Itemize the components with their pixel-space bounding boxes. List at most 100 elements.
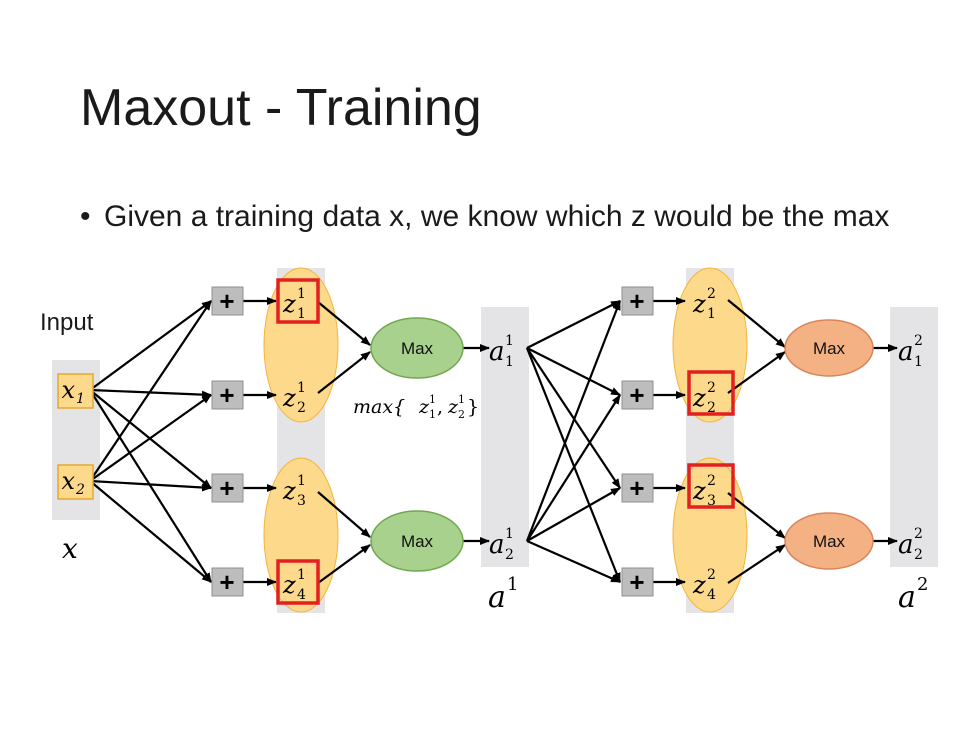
- layer2-a-band: [890, 307, 938, 567]
- plus-symbol: +: [219, 473, 234, 503]
- input-label: Input: [40, 309, 94, 336]
- z-sup: 1: [297, 380, 306, 396]
- input-x1-sub: 1: [76, 391, 85, 407]
- a-base: a: [898, 530, 914, 560]
- a-base: a: [489, 337, 505, 367]
- layer2-plus-boxes: [621, 286, 654, 597]
- max-label: Max: [401, 532, 434, 551]
- plus-box: [621, 380, 654, 410]
- z-sup: 2: [707, 380, 716, 396]
- z-sup: 1: [297, 286, 306, 302]
- z-sup: 1: [297, 567, 306, 583]
- layer1-output-label-base: a: [488, 580, 506, 615]
- input-x1-base: x: [61, 376, 75, 404]
- layer1-z-labels: z 1 1 z 1 2 z 1 3 z 1 4: [282, 286, 306, 603]
- z-sub: 2: [458, 408, 465, 421]
- layer2-group-bottom: [672, 457, 748, 613]
- z-base: z: [692, 571, 706, 599]
- plus-box: [621, 473, 654, 503]
- z-base: z: [692, 384, 706, 412]
- bullet-text: Given a training data x, we know which z…: [104, 200, 890, 233]
- input-x2-sub: 2: [75, 482, 85, 498]
- max-label: Max: [813, 339, 846, 358]
- input-vector-label: x: [62, 532, 78, 565]
- a-base: a: [898, 337, 914, 367]
- z-sup: 1: [429, 393, 436, 406]
- layer2-max-to-a-arrows: [872, 344, 898, 545]
- max-annotation-separator: ,: [437, 396, 443, 418]
- z-sub: 4: [707, 587, 716, 603]
- layer2-z-labels: z 2 1 z 2 2 z 2 3 z 2 4: [692, 286, 716, 603]
- a-sub: 2: [505, 547, 514, 563]
- a-sup: 1: [505, 333, 514, 349]
- highlight-box-z2-2: [687, 370, 735, 416]
- layer1-plus-symbols: + + + +: [219, 286, 234, 597]
- z-sup: 2: [707, 286, 716, 302]
- plus-symbol: +: [629, 380, 644, 410]
- max-node-layer1-bottom: [370, 510, 464, 572]
- max-label: Max: [813, 532, 846, 551]
- layer2-group-top: [672, 267, 748, 423]
- z-sup: 1: [297, 473, 306, 489]
- z-sup: 2: [707, 567, 716, 583]
- bullet-dot-icon: •: [80, 200, 91, 233]
- layer2-plus-symbols: + + + +: [629, 286, 644, 597]
- max-highlights: [276, 278, 735, 605]
- z-sub: 3: [297, 493, 306, 509]
- plus-box: [211, 380, 244, 410]
- layer1-max-to-a-arrows: [463, 344, 490, 545]
- highlight-box-z1-1: [276, 278, 320, 324]
- max-node-layer1-top: [370, 317, 464, 379]
- a-sub: 1: [505, 354, 514, 370]
- z-base: z: [418, 396, 430, 418]
- z-base: z: [447, 396, 459, 418]
- max-annotation-prefix: max{: [353, 396, 405, 418]
- max-annotation: max{ z 1 1 , z 1 2 }: [353, 393, 479, 421]
- input-box-x2: [57, 464, 94, 500]
- a-sup: 2: [914, 333, 923, 349]
- layer1-plus-arrows: [243, 297, 277, 586]
- max-label: Max: [401, 339, 434, 358]
- layer1-plus-boxes: [211, 286, 244, 597]
- layer2-output-label-sup: 2: [917, 574, 928, 595]
- a-sup: 1: [505, 526, 514, 542]
- hidden-arrows: [525, 300, 622, 584]
- max-node-layer2-top: [784, 319, 874, 377]
- layer1-a-labels: a 1 1 a 1 2 a 1: [488, 333, 518, 615]
- plus-box: [621, 567, 654, 597]
- z-sub: 2: [297, 400, 306, 416]
- layer1-z-to-max-arrows: [317, 301, 371, 584]
- z-base: z: [282, 571, 296, 599]
- z-base: z: [282, 290, 296, 318]
- a-sub: 1: [914, 354, 923, 370]
- plus-symbol: +: [629, 473, 644, 503]
- max-annotation-suffix: }: [467, 396, 479, 418]
- plus-box: [621, 286, 654, 316]
- input-box-x1: [57, 373, 94, 409]
- a-sup: 2: [914, 526, 923, 542]
- z-base: z: [282, 384, 296, 412]
- layer1-output-label-sup: 1: [507, 574, 518, 595]
- z-sub: 3: [707, 493, 716, 509]
- plus-symbol: +: [219, 567, 234, 597]
- z-sup: 2: [707, 473, 716, 489]
- z-sub: 4: [297, 587, 306, 603]
- a-base: a: [489, 530, 505, 560]
- plus-box: [211, 567, 244, 597]
- highlight-box-z4-1: [276, 559, 320, 605]
- z-sub: 2: [707, 400, 716, 416]
- layer2-z-to-max-arrows: [727, 299, 786, 584]
- z-base: z: [692, 290, 706, 318]
- z-sub: 1: [297, 306, 306, 322]
- input-x2-base: x: [61, 467, 75, 495]
- layer2-plus-arrows: [652, 297, 686, 586]
- z-sub: 1: [429, 408, 436, 421]
- z-sup: 1: [458, 393, 465, 406]
- input-arrows: [89, 300, 212, 583]
- max-node-layer2-bottom: [784, 512, 874, 570]
- plus-symbol: +: [219, 380, 234, 410]
- a-sub: 2: [914, 547, 923, 563]
- plus-symbol: +: [629, 567, 644, 597]
- z-base: z: [282, 477, 296, 505]
